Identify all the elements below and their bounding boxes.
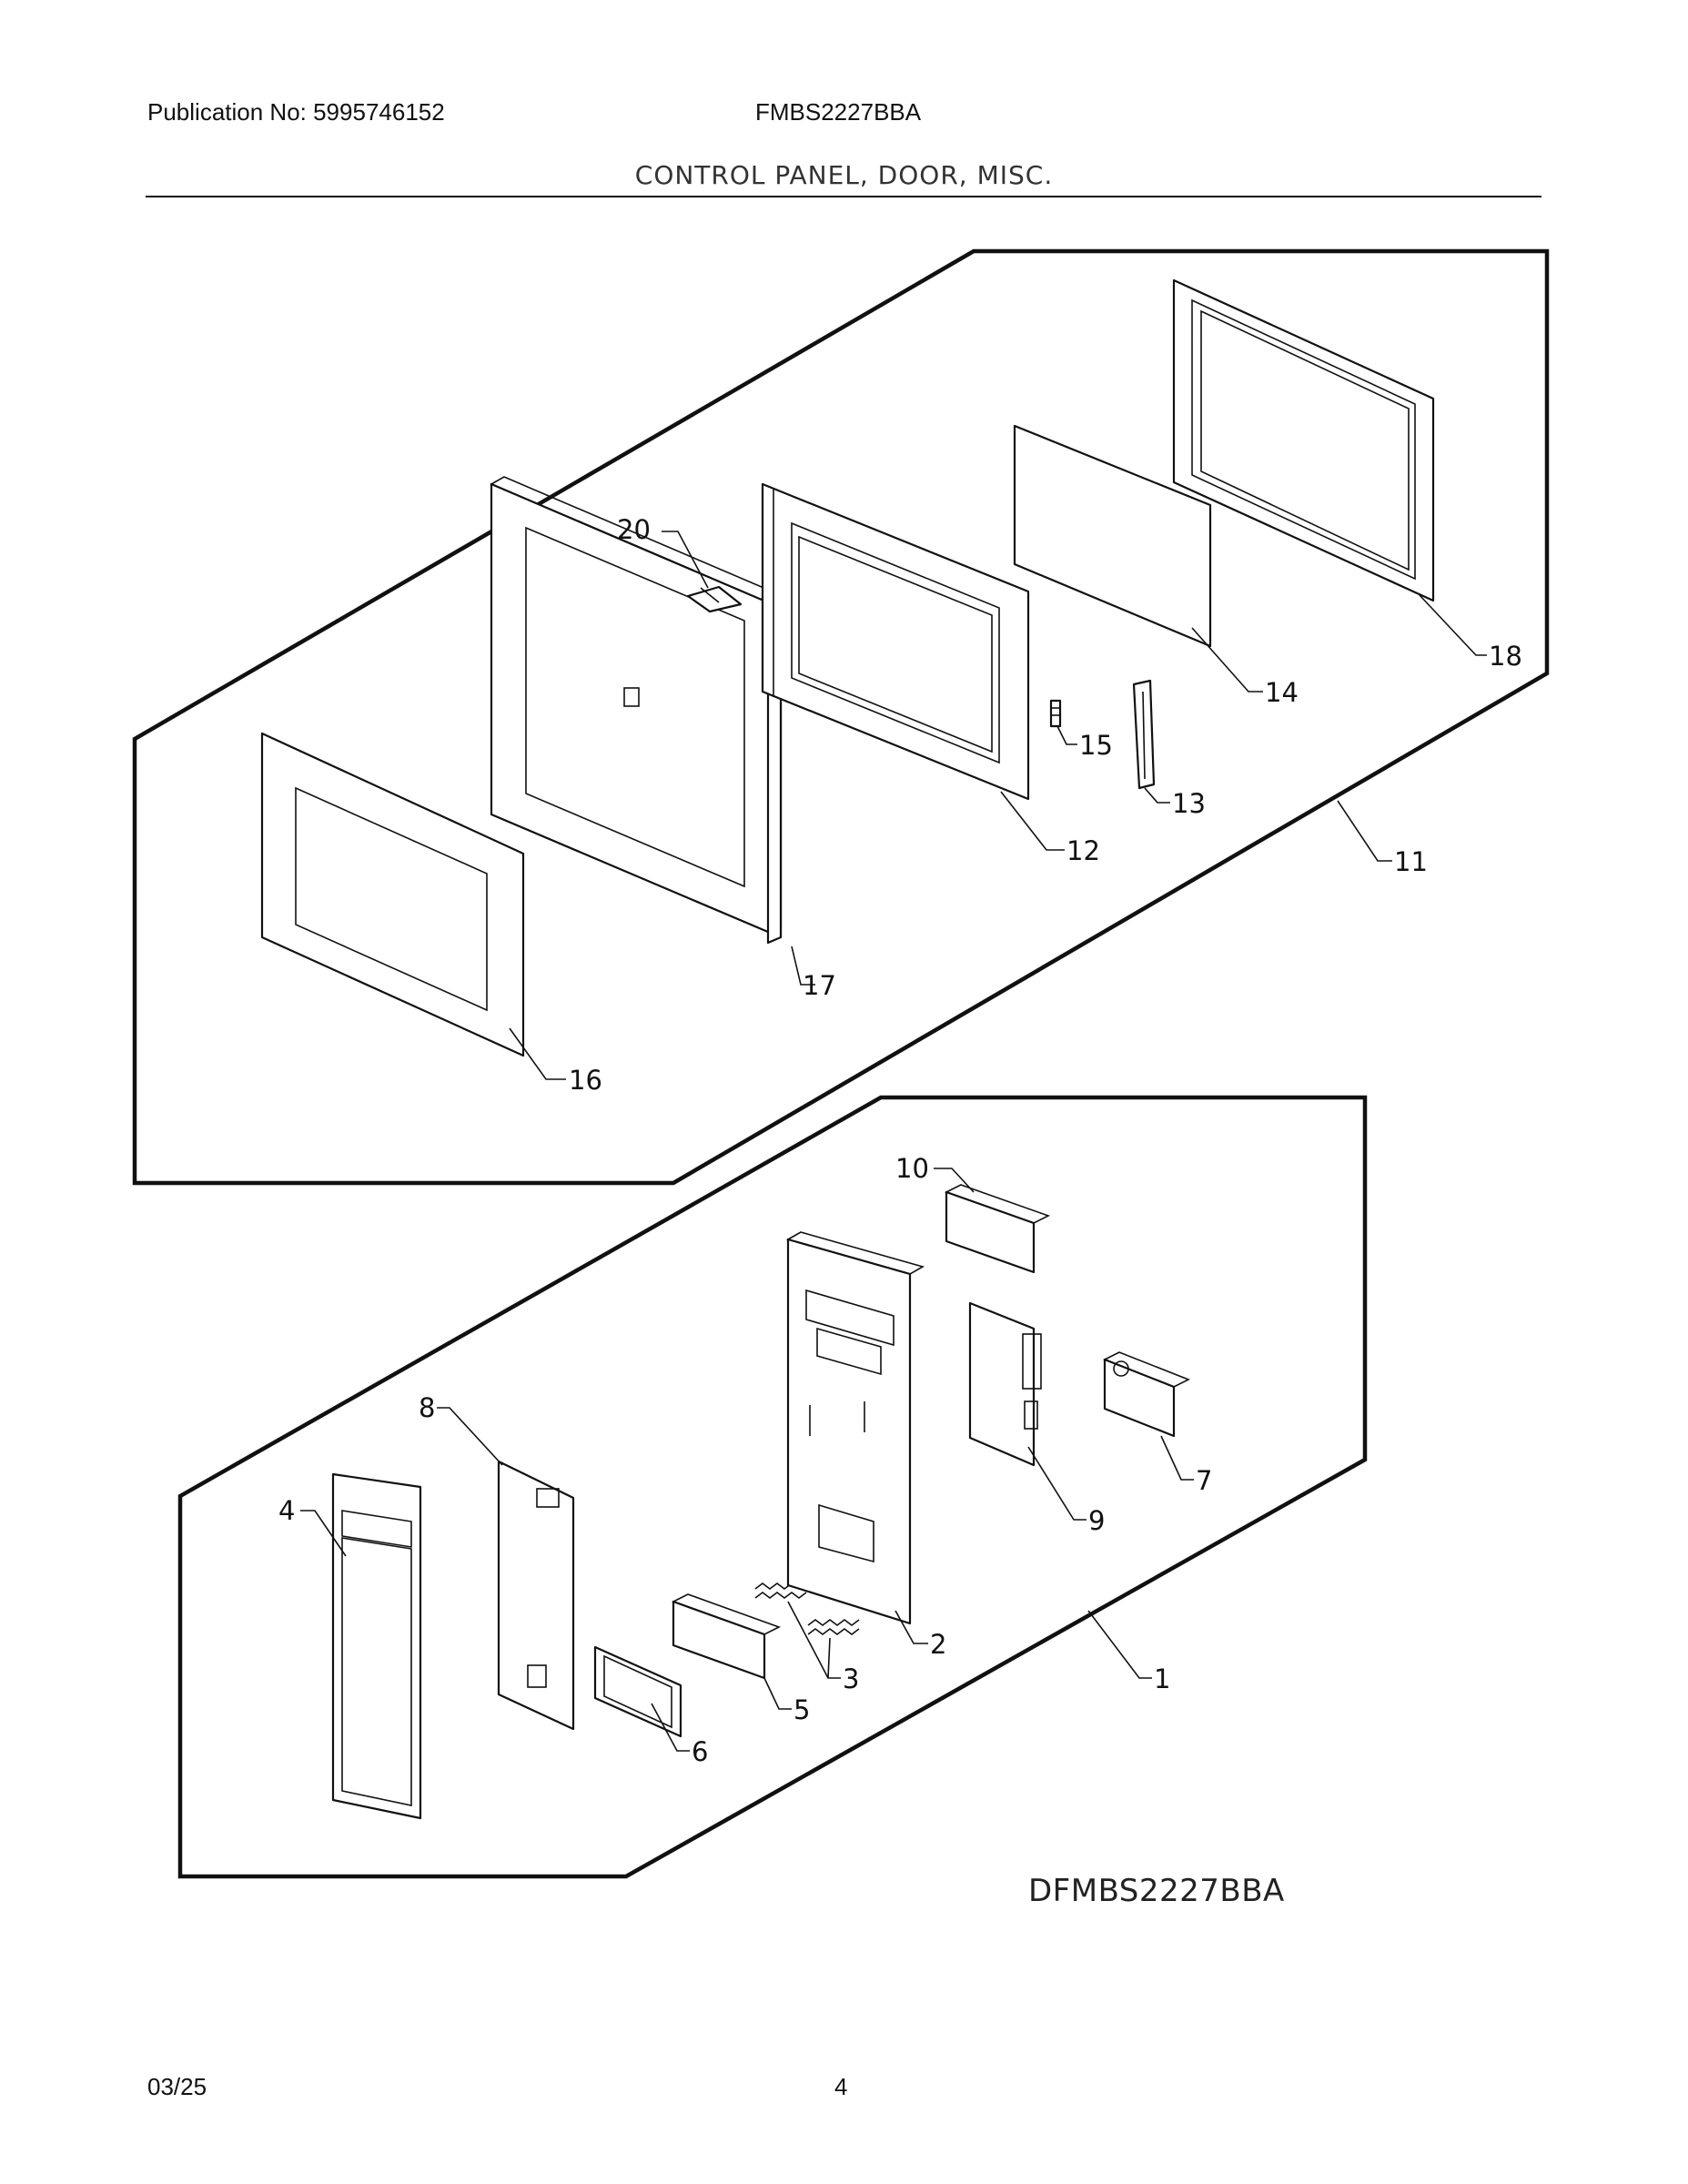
publication-number: Publication No: 5995746152 bbox=[147, 98, 445, 126]
callout-14: 14 bbox=[1265, 677, 1299, 708]
part-5-button[interactable] bbox=[671, 1593, 782, 1680]
callout-8: 8 bbox=[419, 1392, 435, 1423]
part-8-membrane[interactable] bbox=[497, 1460, 575, 1731]
part-20-hinge-bracket[interactable] bbox=[686, 585, 743, 613]
callout-15: 15 bbox=[1079, 730, 1113, 761]
part-17-door-frame[interactable] bbox=[490, 476, 795, 945]
part-18-inner-frame[interactable] bbox=[1172, 278, 1435, 602]
callout-6: 6 bbox=[692, 1736, 708, 1767]
part-14-choke-film[interactable] bbox=[1013, 424, 1212, 648]
callout-12: 12 bbox=[1066, 835, 1100, 866]
door-assembly-outline bbox=[132, 248, 1550, 1186]
page-number: 4 bbox=[834, 2073, 848, 2100]
callout-18: 18 bbox=[1489, 641, 1522, 672]
callout-16: 16 bbox=[569, 1065, 602, 1096]
callout-17: 17 bbox=[803, 970, 836, 1001]
callout-4: 4 bbox=[278, 1495, 295, 1526]
part-12-door-chassis[interactable] bbox=[761, 482, 1030, 801]
part-9-control-board[interactable] bbox=[968, 1301, 1042, 1467]
callout-10: 10 bbox=[895, 1153, 929, 1184]
callout-13: 13 bbox=[1172, 788, 1206, 819]
part-4-overlay[interactable] bbox=[331, 1472, 422, 1820]
part-2-control-housing[interactable] bbox=[785, 1231, 925, 1625]
footer-date: 03/25 bbox=[147, 2073, 207, 2100]
header-rule bbox=[146, 196, 1541, 197]
part-7-switch-assembly[interactable] bbox=[1103, 1351, 1190, 1438]
callout-2: 2 bbox=[930, 1629, 946, 1660]
part-15-spring[interactable] bbox=[1049, 699, 1062, 728]
callout-1: 1 bbox=[1154, 1663, 1170, 1694]
callout-3: 3 bbox=[843, 1663, 859, 1694]
callout-7: 7 bbox=[1196, 1465, 1212, 1496]
callout-9: 9 bbox=[1088, 1505, 1105, 1536]
part-13-latch-hook[interactable] bbox=[1132, 679, 1156, 790]
model-number: FMBS2227BBA bbox=[755, 98, 922, 126]
part-16-door-glass[interactable] bbox=[260, 732, 525, 1057]
control-panel-assembly-outline bbox=[177, 1095, 1368, 1879]
drawing-code: DFMBS2227BBA bbox=[1028, 1873, 1285, 1909]
section-title: CONTROL PANEL, DOOR, MISC. bbox=[634, 160, 1054, 190]
part-6-display-window[interactable] bbox=[593, 1645, 682, 1738]
callout-5: 5 bbox=[793, 1694, 810, 1725]
callout-20: 20 bbox=[617, 514, 651, 545]
part-10-display-board[interactable] bbox=[944, 1184, 1051, 1274]
callout-11: 11 bbox=[1394, 846, 1428, 877]
